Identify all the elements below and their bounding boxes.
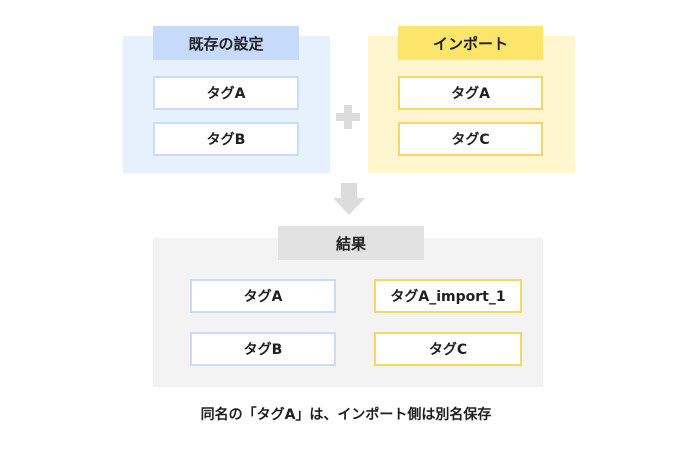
arrow-down-icon bbox=[333, 183, 365, 215]
existing-tag-b: タグB bbox=[153, 122, 299, 156]
import-header: インポート bbox=[398, 26, 543, 60]
existing-tag-a: タグA bbox=[153, 76, 299, 110]
result-tag-a: タグA bbox=[190, 279, 336, 313]
plus-icon bbox=[336, 105, 360, 129]
existing-settings-header: 既存の設定 bbox=[153, 26, 299, 60]
caption: 同名の「タグA」は、インポート側は別名保存 bbox=[200, 407, 492, 423]
import-tag-c: タグC bbox=[398, 122, 543, 156]
result-header: 結果 bbox=[278, 226, 424, 260]
result-tag-c: タグC bbox=[374, 332, 522, 366]
result-tag-a-import-1: タグA_import_1 bbox=[374, 279, 522, 313]
import-tag-a: タグA bbox=[398, 76, 543, 110]
result-tag-b: タグB bbox=[190, 332, 336, 366]
